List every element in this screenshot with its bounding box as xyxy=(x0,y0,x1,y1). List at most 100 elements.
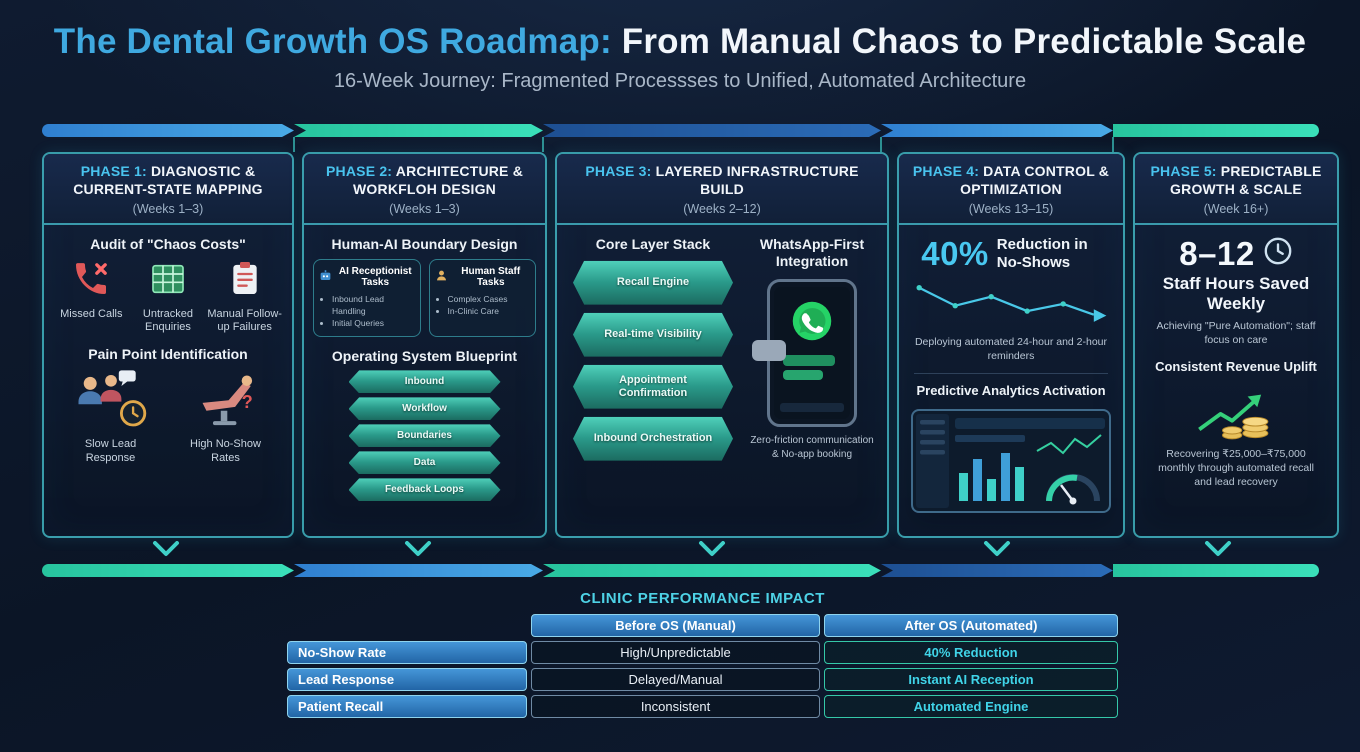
audit-item-label: Manual Follow-up Failures xyxy=(207,307,282,334)
phase-1-weeks: (Weeks 1–3) xyxy=(132,201,204,216)
blueprint-layer: Workflow xyxy=(348,397,501,421)
ai-tasks-title: AI Receptionist Tasks xyxy=(338,265,412,289)
impact-table: Before OS (Manual) After OS (Automated) … xyxy=(287,614,1118,718)
no-show-stat: 40% Reduction in No-Shows xyxy=(908,235,1114,273)
blueprint-title: Operating System Blueprint xyxy=(331,347,518,364)
ai-tasks-title-row: AI Receptionist Tasks xyxy=(319,266,415,289)
stat-label: Reduction in No-Shows xyxy=(996,235,1088,271)
human-task: Complex Cases xyxy=(448,293,531,305)
divider xyxy=(914,373,1108,375)
timeline-segment xyxy=(294,124,543,137)
down-chevron-icon xyxy=(152,541,180,562)
phase-4-number: PHASE 4: xyxy=(912,163,980,179)
timeline-segment xyxy=(881,564,1113,577)
pain-title: Pain Point Identification xyxy=(88,346,248,363)
phase-2-name: ARCHITECTURE & WORKFLOH DESIGN xyxy=(353,163,523,197)
whatsapp-title: WhatsApp-First Integration xyxy=(759,235,865,269)
timeline-segment xyxy=(881,124,1113,137)
phase-3-body: Core Layer Stack Recall Engine Real-time… xyxy=(557,225,887,536)
pain-item-no-show: ? High No-Show Rates xyxy=(178,369,274,466)
dashboard-graphic xyxy=(908,408,1114,513)
phone-screen xyxy=(774,287,850,420)
phase-4-body: 40% Reduction in No-Shows Deploying auto… xyxy=(899,225,1123,536)
chat-bubble-green xyxy=(783,355,835,367)
human-tasks-title-row: Human Staff Tasks xyxy=(435,266,531,289)
human-tasks-title: Human Staff Tasks xyxy=(461,265,521,289)
down-chevron-icon xyxy=(404,541,432,562)
impact-title: CLINIC PERFORMANCE IMPACT xyxy=(580,590,825,607)
timeline-segment xyxy=(543,564,881,577)
reminders-caption: Deploying automated 24-hour and 2-hour r… xyxy=(914,335,1108,362)
phase-4-weeks: (Weeks 13–15) xyxy=(968,201,1054,216)
before-value: High/Unpredictable xyxy=(531,641,820,664)
phase-3-card: PHASE 3: LAYERED INFRASTRUCTURE BUILD (W… xyxy=(555,152,889,538)
phase-5-title: PHASE 5: PREDICTABLE GROWTH & SCALE xyxy=(1141,163,1331,199)
before-value: Delayed/Manual xyxy=(531,668,820,691)
phase-4-name: DATA CONTROL & OPTIMIZATION xyxy=(960,163,1110,197)
phase-2-body: Human-AI Boundary Design AI Receptionist… xyxy=(304,225,545,536)
phone-graphic xyxy=(752,279,857,428)
pain-items: Slow Lead Response ? High No-Show Rates xyxy=(53,369,283,466)
down-chevron-icon xyxy=(698,541,726,562)
down-chevron-icon xyxy=(1204,541,1232,562)
human-tasks-box: Human Staff Tasks Complex Cases In-Clini… xyxy=(428,258,536,337)
phase-2-header: PHASE 2: ARCHITECTURE & WORKFLOH DESIGN … xyxy=(304,154,545,225)
chat-bubble-grey xyxy=(752,340,786,362)
phase-5-number: PHASE 5: xyxy=(1150,163,1217,179)
revenue-caption: Recovering ₹25,000–₹75,000 monthly throu… xyxy=(1158,447,1314,488)
stat-label: Staff Hours Saved Weekly xyxy=(1162,273,1310,314)
row-label: No-Show Rate xyxy=(287,641,527,664)
phase-2-title: PHASE 2: ARCHITECTURE & WORKFLOH DESIGN xyxy=(310,163,539,199)
stat-value: 8–12 xyxy=(1179,234,1255,272)
blueprint-layer: Inbound xyxy=(348,370,501,394)
phase-3-header: PHASE 3: LAYERED INFRASTRUCTURE BUILD (W… xyxy=(557,154,887,225)
audit-title: Audit of "Chaos Costs" xyxy=(90,235,246,252)
column-header-after: After OS (Automated) xyxy=(824,614,1118,637)
ai-task: Initial Queries xyxy=(332,317,415,329)
phase-2-card: PHASE 2: ARCHITECTURE & WORKFLOH DESIGN … xyxy=(302,152,547,538)
after-value: Instant AI Reception xyxy=(824,668,1118,691)
pain-item-label: High No-Show Rates xyxy=(190,437,261,464)
down-chevron-icon xyxy=(983,541,1011,562)
phase-1-name: DIAGNOSTIC & CURRENT-STATE MAPPING xyxy=(73,163,263,197)
analytics-title: Predictive Analytics Activation xyxy=(916,383,1106,399)
header: The Dental Growth OS Roadmap: From Manua… xyxy=(0,22,1360,93)
blueprint-layer: Data xyxy=(348,451,501,475)
timeline-segment xyxy=(294,564,543,577)
human-tasks-list: Complex Cases In-Clinic Care xyxy=(435,293,531,318)
phase-5-header: PHASE 5: PREDICTABLE GROWTH & SCALE (Wee… xyxy=(1135,154,1337,225)
phase-1-card: PHASE 1: DIAGNOSTIC & CURRENT-STATE MAPP… xyxy=(42,152,294,538)
core-layer: Recall Engine xyxy=(573,260,733,305)
human-task: In-Clinic Care xyxy=(448,305,531,317)
after-value: 40% Reduction xyxy=(824,641,1118,664)
table-corner xyxy=(287,614,527,637)
audit-item-label: Missed Calls xyxy=(60,307,123,320)
phase-4-header: PHASE 4: DATA CONTROL & OPTIMIZATION (We… xyxy=(899,154,1123,225)
core-layer: Real-time Visibility xyxy=(573,312,733,357)
timeline-segment xyxy=(543,124,881,137)
ai-tasks-box: AI Receptionist Tasks Inbound Lead Handl… xyxy=(313,258,421,337)
blueprint-layer: Feedback Loops xyxy=(348,478,501,502)
whatsapp-integration: WhatsApp-First Integration Zero-friction… xyxy=(746,233,878,530)
robot-icon xyxy=(319,269,332,286)
audit-item-missed-calls: Missed Calls xyxy=(53,259,129,322)
phase-2-weeks: (Weeks 1–3) xyxy=(389,201,460,216)
phase-5-weeks: (Week 16+) xyxy=(1203,201,1269,216)
audit-item-untracked-enquiries: Untracked Enquiries xyxy=(130,259,206,336)
boundary-title: Human-AI Boundary Design xyxy=(331,235,518,252)
clock-icon xyxy=(1263,236,1293,271)
phone-input-bar xyxy=(780,403,844,413)
before-value: Inconsistent xyxy=(531,695,820,718)
column-header-before: Before OS (Manual) xyxy=(531,614,820,637)
core-layer: Inbound Orchestration xyxy=(573,416,733,461)
whatsapp-caption: Zero-friction communication & No-app boo… xyxy=(750,435,874,460)
audit-item-followup-failures: Manual Follow-up Failures xyxy=(207,259,283,336)
page-subtitle: 16-Week Journey: Fragmented Processses t… xyxy=(333,70,1027,92)
timeline-connector xyxy=(880,137,882,152)
whatsapp-icon xyxy=(790,299,834,348)
trend-down-icon xyxy=(908,275,1114,331)
timeline-connector xyxy=(293,137,295,152)
blueprint-stack: Inbound Workflow Boundaries Data Feedbac… xyxy=(313,370,536,502)
phase-5-name: PREDICTABLE GROWTH & SCALE xyxy=(1170,163,1322,197)
